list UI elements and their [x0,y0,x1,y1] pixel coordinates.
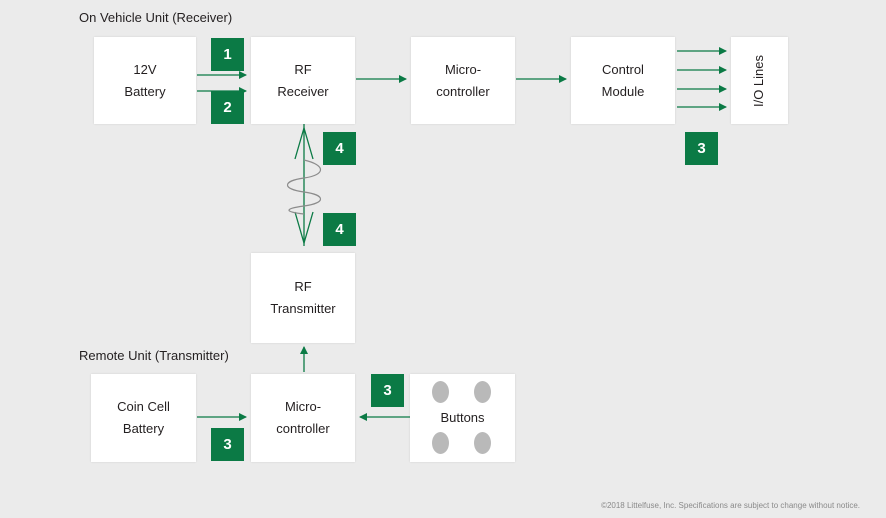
rf-receiver-label: RF Receiver [277,61,329,99]
control-module-block: Control Module [571,37,675,124]
io-lines-label: I/O Lines [751,54,767,107]
rf-receiver-block: RF Receiver [251,37,355,124]
rf-wave-icon [286,159,322,215]
io-lines-block: I/O Lines [731,37,788,124]
step-badge-3-buttons: 3 [371,374,404,407]
rf-transmitter-block: RF Transmitter [251,253,355,343]
control-module-label: Control Module [601,61,645,99]
remote-unit-title: Remote Unit (Transmitter) [79,348,229,363]
microcontroller-remote-block: Micro- controller [251,374,355,462]
microcontroller-remote-label: Micro- controller [276,399,330,436]
buttons-label: Buttons [440,410,485,425]
button-dot-icon [432,432,449,454]
coin-cell-battery-label: Coin Cell Battery [117,399,170,436]
step-badge-1: 1 [211,38,244,71]
step-badge-3-control: 3 [685,132,718,165]
step-badge-3-coin-cell: 3 [211,428,244,461]
copyright-footer: ©2018 Littelfuse, Inc. Specifications ar… [601,501,860,510]
button-dot-icon [432,381,449,403]
step-badge-4-lower: 4 [323,213,356,246]
transmit-antenna-chevron [294,211,314,246]
vehicle-unit-title: On Vehicle Unit (Receiver) [79,10,233,25]
button-dot-icon [474,432,491,454]
step-badge-2: 2 [211,91,244,124]
button-dot-icon [474,381,491,403]
battery-12v-block: 12V Battery [94,37,196,124]
coin-cell-battery-block: Coin Cell Battery [91,374,196,462]
buttons-block: Buttons [410,374,515,462]
receive-antenna-chevron [294,125,314,160]
battery-12v-label: 12V Battery [124,61,166,99]
rf-transmitter-label: RF Transmitter [270,279,336,316]
step-badge-4-upper: 4 [323,132,356,165]
microcontroller-vehicle-label: Micro- controller [436,61,490,99]
microcontroller-vehicle-block: Micro- controller [411,37,515,124]
